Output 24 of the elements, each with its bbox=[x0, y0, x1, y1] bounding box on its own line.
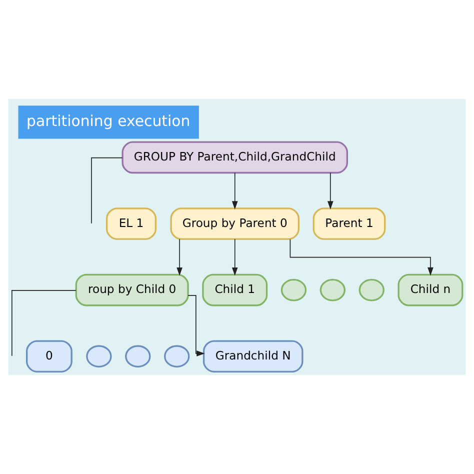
arrow bbox=[327, 172, 334, 210]
node-box: GROUP BY Parent,Child,GrandChild bbox=[122, 141, 348, 174]
arrow bbox=[290, 238, 434, 276]
node-box: EL 1 bbox=[106, 208, 157, 240]
node-circle bbox=[280, 278, 307, 302]
arrow bbox=[176, 238, 182, 276]
node-circle bbox=[125, 345, 151, 368]
diagram-title: partitioning execution bbox=[26, 112, 190, 130]
node-box: Parent 1 bbox=[312, 208, 386, 240]
node-circle bbox=[86, 345, 112, 368]
node-box: Child 1 bbox=[202, 274, 268, 306]
node-box: roup by Child 0 bbox=[75, 274, 189, 306]
arrow bbox=[232, 172, 238, 210]
node-circle bbox=[164, 345, 190, 368]
connector bbox=[12, 290, 76, 356]
connector bbox=[91, 157, 123, 224]
node-box: 0 bbox=[26, 340, 72, 373]
node-box: Child n bbox=[398, 274, 464, 306]
node-box: Group by Parent 0 bbox=[170, 208, 300, 240]
node-circle bbox=[320, 278, 346, 302]
node-box: Grandchild N bbox=[202, 340, 304, 373]
arrow bbox=[232, 238, 238, 276]
node-circle bbox=[358, 278, 384, 302]
arrow bbox=[188, 295, 205, 356]
